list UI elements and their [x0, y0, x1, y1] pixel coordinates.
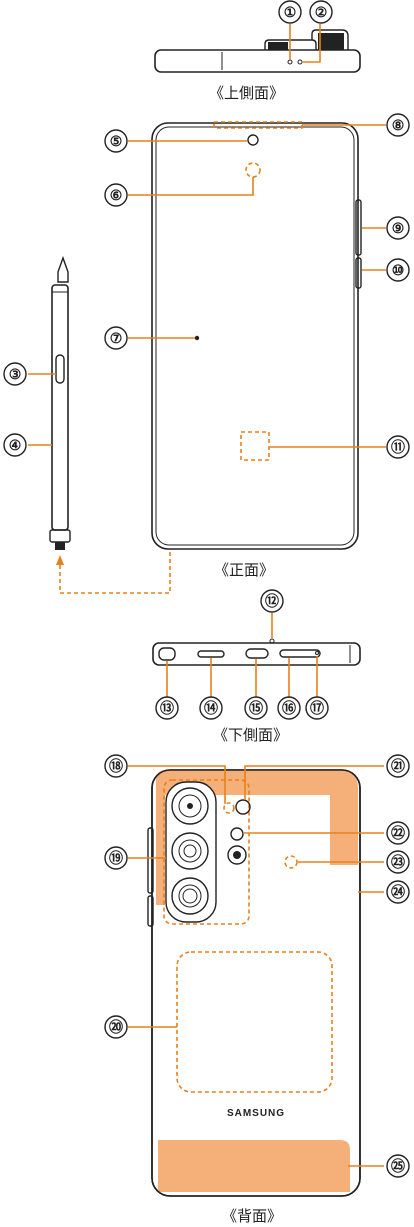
- callout-16: [277, 696, 301, 720]
- callout-6-label: ⑥: [110, 187, 123, 203]
- callout-24: [386, 880, 410, 904]
- brand-logo: SAMSUNG: [227, 1108, 285, 1119]
- callout-11: [386, 435, 410, 459]
- caption-top-side: 《上側面》: [209, 84, 284, 102]
- callout-24-label: ㉔: [391, 884, 405, 900]
- callout-18: [104, 754, 128, 778]
- callout-2-label: ②: [315, 4, 328, 20]
- bottom-side-view: ⑫ ⑬ ⑭ ⑮ ⑯ ⑰ 《下側面》: [152, 589, 361, 744]
- callout-25: [386, 1154, 410, 1178]
- callout-22: [386, 821, 410, 845]
- caption-front: 《正面》: [214, 561, 274, 579]
- callout-14-label: ⑭: [204, 700, 218, 716]
- callout-16-label: ⑯: [282, 700, 296, 716]
- callout-13-label: ⑬: [160, 700, 174, 716]
- callout-23: [386, 850, 410, 874]
- callout-9-label: ⑨: [392, 220, 405, 236]
- callout-6: [104, 183, 128, 207]
- callout-21: [386, 754, 410, 778]
- callout-12-label: ⑫: [265, 593, 279, 609]
- callout-15: [244, 696, 268, 720]
- callout-17-label: ⑰: [310, 700, 324, 716]
- callout-8-label: ⑧: [392, 117, 405, 133]
- front-view: ⑤ ⑥ ⑦ ⑧ ⑨ ⑩ ⑪ 《正面》: [104, 113, 410, 579]
- callout-17: [305, 696, 329, 720]
- callout-2: [309, 0, 333, 24]
- s-pen: ③ ④: [3, 255, 171, 594]
- callout-7-label: ⑦: [110, 330, 123, 346]
- callout-15-label: ⑮: [249, 700, 263, 716]
- callout-1-label: ①: [284, 4, 297, 20]
- callout-10: [386, 258, 410, 282]
- callout-1: [278, 0, 302, 24]
- callout-13: [155, 696, 179, 720]
- callout-23-label: ㉓: [391, 854, 405, 870]
- callout-3-label: ③: [9, 366, 22, 382]
- caption-back: 《背面》: [222, 1207, 282, 1225]
- callout-18-label: ⑱: [109, 758, 123, 774]
- callout-7: [104, 326, 128, 350]
- callout-25-label: ㉕: [391, 1158, 405, 1174]
- callout-5-label: ⑤: [110, 133, 123, 149]
- callout-10-label: ⑩: [392, 262, 405, 278]
- callout-4-label: ④: [9, 437, 22, 453]
- callout-3: [3, 362, 27, 386]
- callout-19: [104, 846, 128, 870]
- top-side-view: ① ② 《上側面》: [154, 0, 361, 102]
- callout-12: [260, 589, 284, 613]
- callout-20: [104, 1015, 128, 1039]
- callout-22-label: ㉒: [391, 825, 405, 841]
- callout-20-label: ⑳: [109, 1019, 123, 1035]
- callout-9: [386, 216, 410, 240]
- callout-5: [104, 129, 128, 153]
- callout-21-label: ㉑: [391, 758, 405, 774]
- caption-bottom-side: 《下側面》: [213, 726, 288, 744]
- callout-19-label: ⑲: [109, 850, 123, 866]
- callout-11-label: ⑪: [391, 439, 405, 455]
- back-view: SAMSUNG ⑱ ⑲ ⑳ ㉑ ㉒ ㉓ ㉔ ㉕ 《背面》: [104, 754, 410, 1225]
- callout-14: [199, 696, 223, 720]
- callout-4: [3, 433, 27, 457]
- callout-8: [386, 113, 410, 137]
